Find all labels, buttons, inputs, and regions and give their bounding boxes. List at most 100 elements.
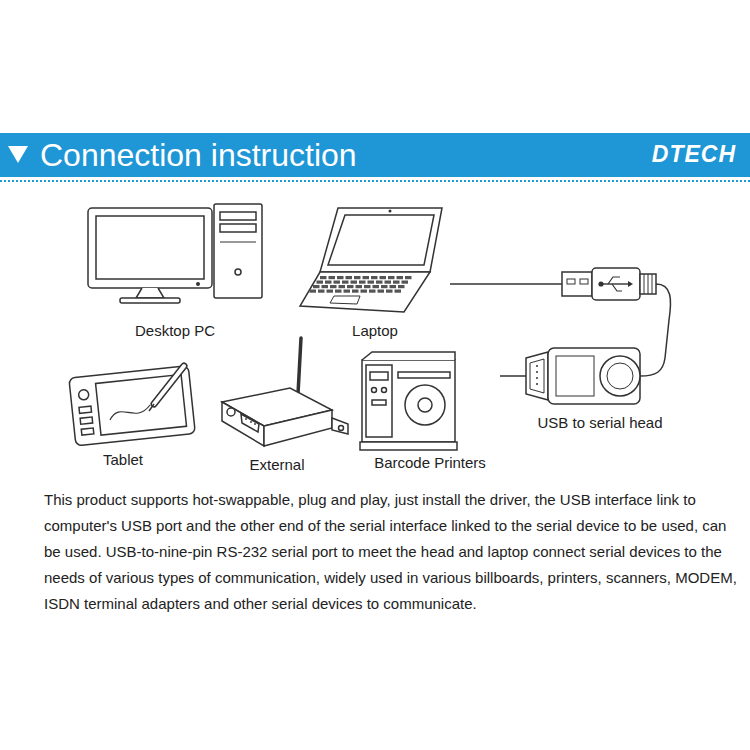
cable-line (500, 375, 515, 377)
dotted-rule (0, 180, 750, 182)
title: Connection instruction (40, 136, 357, 174)
db9-pin (536, 371, 538, 373)
tower-line (220, 242, 256, 243)
box-side (264, 410, 332, 446)
key (347, 285, 354, 288)
key (361, 290, 368, 293)
printer-button (372, 388, 377, 393)
key (330, 285, 337, 288)
tablet-dial (78, 389, 89, 400)
touchpad (330, 296, 360, 304)
key (376, 281, 383, 284)
device-label: Tablet (60, 451, 186, 468)
key (397, 276, 404, 279)
usb-hole (567, 279, 575, 284)
key (327, 290, 334, 293)
lead-line (515, 283, 562, 285)
label-wrap: Laptop (300, 322, 450, 339)
laptop-camera (389, 210, 392, 213)
key (352, 290, 359, 293)
external-device: External (212, 335, 342, 480)
key (380, 276, 387, 279)
caption-wrap: This product supports hot-swappable, plu… (44, 487, 744, 617)
tablet-art (69, 366, 195, 446)
laptop-lid (320, 208, 442, 272)
drive-bay (220, 224, 256, 232)
pen-body (154, 366, 184, 404)
pen-stroke (110, 405, 150, 420)
barcode-printer-art (360, 352, 457, 450)
printer-body (362, 360, 455, 442)
printer-base (360, 442, 457, 450)
keyboard (310, 276, 412, 293)
key (393, 281, 400, 284)
desktop-pc: Desktop PC (80, 198, 270, 348)
logo-wrap: DTECH (652, 141, 736, 168)
printer-top (362, 352, 455, 360)
key (325, 281, 332, 284)
pin (254, 423, 256, 425)
key (342, 281, 349, 284)
box-front (222, 402, 264, 446)
laptop-screen (328, 215, 434, 265)
printer-panel (366, 365, 392, 437)
monitor (88, 208, 212, 288)
key (322, 285, 329, 288)
key (310, 290, 317, 293)
key (405, 276, 412, 279)
db9-port (241, 414, 259, 432)
key (344, 290, 351, 293)
usb-symbol (608, 277, 620, 284)
tablet-key (79, 406, 92, 413)
relief-ridge (644, 274, 645, 294)
paper-slot (398, 372, 450, 378)
brand-logo: DTECH (652, 141, 736, 168)
key (337, 276, 344, 279)
key (364, 285, 371, 288)
monitor-screen (96, 216, 204, 279)
external-device-art (222, 338, 348, 446)
key (318, 290, 325, 293)
power-dot (196, 282, 200, 286)
label-wrap: Desktop PC (80, 322, 270, 339)
key (386, 290, 393, 293)
pen (154, 366, 184, 404)
usb-symbol (598, 281, 603, 286)
db9-face (530, 359, 544, 393)
key (371, 276, 378, 279)
cable-line (450, 283, 515, 285)
ferrite (600, 356, 640, 396)
cable (640, 284, 671, 376)
key (363, 276, 370, 279)
key (313, 285, 320, 288)
usb-symbol (628, 281, 633, 287)
relief-ridge (648, 274, 649, 294)
key (346, 276, 353, 279)
paper-core (418, 398, 432, 412)
ferrite-inner (607, 363, 633, 389)
antenna (298, 338, 301, 394)
usb-metal (562, 272, 592, 296)
key (335, 290, 342, 293)
usb-symbol (612, 284, 622, 291)
strain-relief (640, 274, 656, 294)
usb-serial-head-drawing (515, 245, 685, 440)
drive-bay (220, 212, 256, 220)
usb-serial-head: USB to serial head (515, 245, 685, 440)
barcode-printer: Barcode Printers (360, 348, 500, 478)
key (334, 281, 341, 284)
desktop-pc-art (88, 204, 262, 303)
db9-shell (526, 352, 548, 400)
monitor-base (120, 298, 180, 303)
serial-body (548, 348, 640, 404)
usb-body (592, 268, 640, 300)
tower-button (235, 269, 241, 275)
tablet-key (81, 428, 94, 435)
key (388, 276, 395, 279)
mount-ear (332, 418, 348, 434)
key (339, 285, 346, 288)
label-wrap: External (212, 456, 342, 473)
device-label: Desktop PC (80, 322, 270, 339)
pin (245, 418, 247, 420)
monitor-neck (136, 288, 164, 298)
